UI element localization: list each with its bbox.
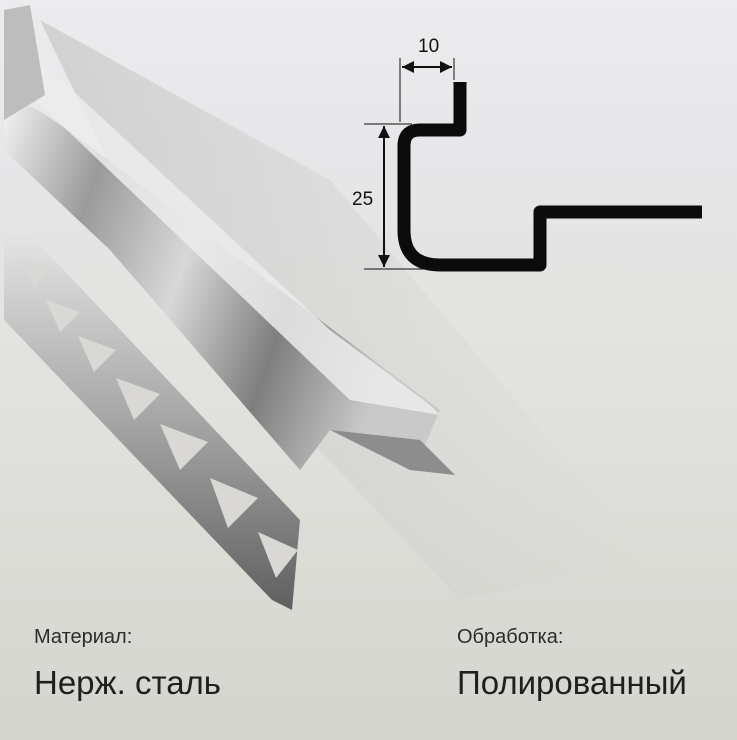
finish-value: Полированный: [457, 664, 687, 701]
height-arrow-bottom: [378, 255, 390, 267]
profile-shadow: [40, 20, 650, 600]
profile-end-cut: [330, 430, 455, 475]
cross-section-outline: [397, 82, 702, 272]
profile-highlight: [4, 60, 440, 415]
flange-holes: [22, 258, 298, 578]
material-caption: Материал:: [34, 626, 133, 648]
height-label: 25: [352, 189, 373, 210]
height-arrow-top: [378, 126, 390, 138]
width-label: 10: [418, 36, 439, 57]
material-value: Нерж. сталь: [34, 664, 221, 701]
profile-top-end: [4, 5, 45, 120]
width-arrow-left: [402, 61, 414, 73]
width-arrow-right: [440, 61, 452, 73]
finish-caption: Обработка:: [457, 626, 564, 648]
profile-cross-section: 10 25: [352, 36, 702, 272]
